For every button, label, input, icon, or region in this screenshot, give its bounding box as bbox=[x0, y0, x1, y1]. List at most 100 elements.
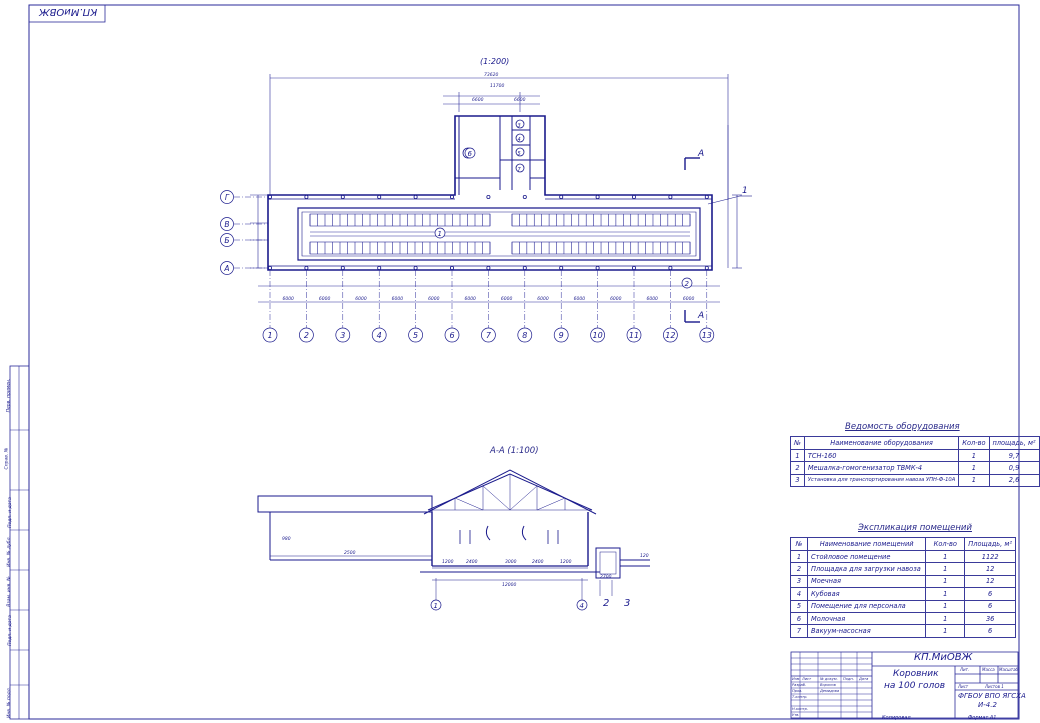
column-post bbox=[559, 194, 564, 199]
axis-label: 7 bbox=[486, 331, 492, 340]
axis-bubble bbox=[590, 327, 605, 343]
span-dim: 6000 bbox=[428, 296, 440, 302]
span-dim: 6000 bbox=[392, 296, 404, 302]
column-post bbox=[668, 265, 673, 270]
column-post bbox=[304, 265, 309, 270]
section-axis-1: 1 bbox=[434, 602, 438, 610]
dim-annex: 11700 bbox=[490, 83, 504, 89]
column-post bbox=[595, 265, 600, 270]
axis-bubble bbox=[553, 327, 569, 343]
title-line-1: Коровник bbox=[893, 669, 939, 679]
org-line-2: И-4.2 bbox=[978, 701, 997, 709]
axis-label: 6 bbox=[449, 331, 454, 340]
axis-label: 8 bbox=[522, 331, 527, 340]
axis-label: 10 bbox=[593, 331, 603, 340]
tb-name: Демидова bbox=[820, 689, 840, 693]
column-post bbox=[704, 194, 709, 199]
span-dim: 6000 bbox=[537, 296, 549, 302]
table-header-row: № Наименование оборудования Кол-во площа… bbox=[790, 436, 1040, 450]
axis-bubble bbox=[663, 327, 678, 343]
section-dim: 2400 bbox=[466, 559, 478, 565]
tb-head: № докум. bbox=[820, 677, 838, 681]
axis-label: Б bbox=[224, 236, 229, 245]
column-post bbox=[522, 194, 527, 199]
axis-label: 13 bbox=[702, 331, 712, 340]
tb-head: Дата bbox=[859, 677, 869, 681]
axis-bubble bbox=[220, 190, 234, 204]
span-dim: 6000 bbox=[319, 296, 331, 302]
tb-head: Подп. bbox=[843, 677, 854, 681]
column-post bbox=[377, 265, 382, 270]
column-post bbox=[267, 265, 272, 270]
axis-label: 12 bbox=[665, 331, 675, 340]
room-number-7: 7 bbox=[518, 167, 522, 173]
room-number-6: 6 bbox=[468, 150, 473, 158]
org-line-1: ФГБОУ ВПО ЯГСХА bbox=[958, 692, 1026, 700]
tb-name: Воронов bbox=[820, 683, 836, 687]
column-post bbox=[668, 194, 673, 199]
axis-bubble bbox=[517, 327, 533, 343]
axis-bubble bbox=[262, 327, 278, 343]
section-dim: 12000 bbox=[502, 582, 516, 588]
table-row: 2 Мешалка-гомогенизатор ТВМК-4 1 0,9 bbox=[790, 461, 1040, 475]
section-dim: 2400 bbox=[532, 559, 544, 565]
column-post bbox=[522, 265, 527, 270]
equipment-table: № Наименование оборудования Кол-во площа… bbox=[790, 436, 1040, 488]
rooms-table: № Наименование помещений Кол-во Площадь,… bbox=[790, 537, 1016, 638]
tb-stage: Лит. bbox=[960, 667, 970, 672]
section-dim: 120 bbox=[640, 553, 649, 559]
tb-sheet: Лист bbox=[958, 684, 969, 689]
axis-bubble bbox=[299, 327, 314, 343]
room-number-3: 3 bbox=[518, 123, 521, 129]
section-callout-3: 3 bbox=[624, 598, 630, 609]
section-callout-2: 2 bbox=[603, 598, 609, 609]
tb-stage: Масса bbox=[982, 667, 995, 672]
axis-bubble bbox=[444, 327, 460, 343]
tb-role: Т.контр. bbox=[792, 695, 808, 699]
section-dim: 2700 bbox=[600, 574, 612, 580]
room-number-2: 2 bbox=[685, 280, 690, 288]
span-dim: 6000 bbox=[574, 296, 586, 302]
axis-label: 11 bbox=[629, 331, 639, 340]
table-header-row: № Наименование помещений Кол-во Площадь,… bbox=[790, 537, 1016, 551]
tb-head: Лист bbox=[802, 677, 812, 681]
column-post bbox=[486, 265, 491, 270]
column-post bbox=[632, 194, 637, 199]
title-line-2: на 100 голов bbox=[884, 681, 946, 691]
format-label: Формат А1 bbox=[968, 715, 997, 721]
column-post bbox=[413, 194, 418, 199]
section-dim: 1200 bbox=[560, 559, 572, 565]
column-post bbox=[340, 265, 345, 270]
section-axis-4: 4 bbox=[580, 602, 584, 610]
section-dim: 3000 bbox=[505, 559, 517, 565]
section-marker-bottom: А bbox=[697, 311, 704, 321]
axis-bubble bbox=[699, 327, 715, 343]
axis-label: 9 bbox=[559, 331, 564, 340]
tb-role: Утв. bbox=[792, 713, 800, 717]
axis-bubble bbox=[335, 327, 351, 343]
axis-bubble bbox=[371, 327, 387, 343]
column-post bbox=[449, 194, 454, 199]
column-post bbox=[267, 194, 272, 199]
axis-bubble bbox=[626, 327, 642, 343]
room-number-5: 5 bbox=[518, 151, 521, 157]
section-dim: 1200 bbox=[442, 559, 454, 565]
axis-label: 2 bbox=[304, 331, 309, 340]
axis-label: 5 bbox=[413, 331, 418, 340]
tb-role: Пров. bbox=[792, 689, 803, 693]
tb-sheet: Листов 1 bbox=[985, 684, 1004, 689]
table-row: 3 Установка для транспортирования навоза… bbox=[790, 473, 1040, 488]
column-post bbox=[704, 265, 709, 270]
dim-annex-right: 6600 bbox=[514, 97, 526, 103]
tb-head: Изм. bbox=[792, 677, 801, 681]
span-dim: 6000 bbox=[501, 296, 513, 302]
span-dim: 6000 bbox=[282, 296, 294, 302]
axis-label: Г bbox=[225, 193, 230, 202]
